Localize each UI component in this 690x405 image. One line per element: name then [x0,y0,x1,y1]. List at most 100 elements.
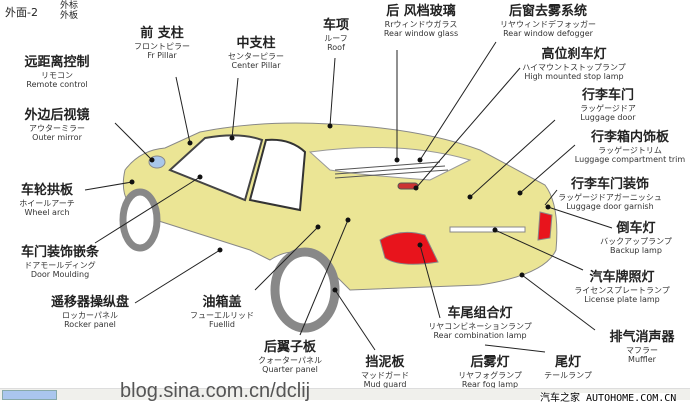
label-cn: 高位刹车灯 [541,47,607,62]
label-en: Quarter panel [262,365,318,375]
label-cn: 行李箱内饰板 [590,130,670,145]
label-cn: 行李车门装饰 [570,177,649,192]
rear-side-window [248,138,307,212]
label-cn: 遥移器操纵盘 [50,295,130,310]
label-jp: テールランプ [544,370,592,380]
label-jp: リヤフォグランプ [458,370,522,380]
label-tail-lamp: 尾灯テールランプ [544,355,592,380]
diagram-title: 外面-2 [5,6,38,19]
label-jp: ラッゲージドアガーニッシュ [558,192,662,202]
car-body [122,122,558,291]
label-cn: 汽车牌照灯 [589,270,655,285]
label-cn: 挡泥板 [365,355,405,370]
label-cn: 车项 [322,18,350,33]
label-cn: 车门装饰嵌条 [20,245,100,260]
label-cn: 行李车门 [581,88,634,103]
label-en: Rocker panel [64,320,116,330]
label-jp: フューエルリッド [190,310,254,320]
label-jp: クォーターパネル [258,355,322,365]
label-cn: 后 风档玻璃 [386,4,456,19]
label-jp: アウターミラー [28,123,85,133]
label-cn: 后窗去雾系统 [508,4,587,19]
label-en: Luggage door garnish [566,202,654,212]
label-en: Backup lamp [610,246,662,256]
label-jp: Rrウィンドウガラス [384,19,458,29]
label-en: Muffler [628,355,656,365]
blog-watermark: blog.sina.com.cn/dclij [120,380,311,402]
subtitle-line-2: 外板 [60,10,79,21]
label-en: Remote control [26,80,88,90]
label-en: Roof [327,43,345,53]
rear-wheel [270,247,340,333]
label-jp: バックアップランプ [600,236,672,246]
label-cn: 排气消声器 [609,330,675,345]
diagram-subtitle: 外标外板 [60,1,79,22]
label-cn: 尾灯 [554,355,582,370]
side-window [168,134,264,202]
horizontal-scrollbar[interactable] [0,388,690,400]
label-jp: リモコン [40,70,73,80]
label-jp: フロントピラー [134,41,190,51]
label-en: Door Moulding [30,270,90,280]
label-cn: 倒车灯 [616,221,656,236]
scrollbar-thumb[interactable] [2,390,57,400]
label-en: Outer mirror [32,133,82,143]
leader-lines [84,41,613,353]
label-cn: 前 支柱 [140,26,184,41]
label-cn: 远距离控制 [24,55,90,70]
label-en: Rear combination lamp [433,331,527,341]
label-jp: ホイールアーチ [19,198,75,208]
label-en: Luggage compartment trim [574,155,686,165]
label-cn: 后翼子板 [263,340,317,355]
label-jp: ハイマウントストップランプ [522,62,626,72]
label-en: License plate lamp [584,295,660,305]
label-jp: ライセンスプレートランプ [574,285,670,295]
label-en: Luggage door [580,113,636,123]
tail-lamp-right [537,211,553,241]
label-en: Rear window glass [383,29,459,39]
label-jp: リヤコンビネーションランプ [428,321,532,331]
site-watermark: 汽车之家 AUTOHOME.COM.CN [540,393,677,405]
label-cn: 油箱盖 [202,295,242,310]
leader-dots [129,123,551,293]
label-jp: ラッゲージドア [580,103,636,113]
label-jp: リヤウィンドデフォッガー [500,19,596,29]
label-en: Rear window defogger [503,29,593,39]
label-cn: 后雾灯 [470,355,510,370]
label-en: Center Pillar [231,61,281,71]
label-en: High mounted stop lamp [524,72,624,82]
subtitle-line-1: 外标 [60,1,79,11]
label-en: Wheel arch [24,208,70,218]
label-en: Fr Pillar [147,51,177,61]
label-jp: センターピラー [228,51,284,61]
label-en: Fuellid [209,320,235,330]
label-jp: ラッゲージトリム [598,145,662,155]
label-jp: ルーフ [324,33,348,43]
label-en: Rear fog lamp [461,380,519,390]
label-jp: ドアモールディング [24,260,96,270]
label-jp: ロッカーパネル [62,310,118,320]
